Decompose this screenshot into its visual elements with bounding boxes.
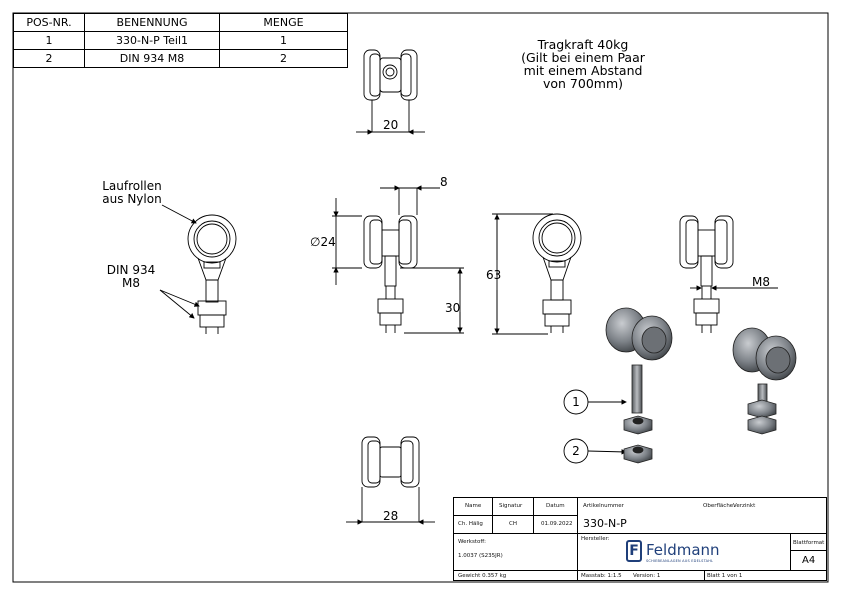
bom-row: 2 DIN 934 M8 2 bbox=[13, 49, 348, 68]
rollers-callout: Laufrollen aus Nylon bbox=[96, 180, 168, 206]
bom-cell-qty: 1 bbox=[219, 31, 348, 50]
brand-name: Feldmann bbox=[646, 541, 720, 559]
version: Version: 1 bbox=[633, 573, 661, 579]
nut-callout-line: M8 bbox=[122, 276, 140, 290]
balloon-1-label: 1 bbox=[572, 395, 580, 409]
bom-header-qty: MENGE bbox=[219, 13, 348, 32]
feldmann-logo-icon: F bbox=[626, 540, 642, 562]
dim-bottom-width: 28 bbox=[383, 509, 398, 523]
material-value: 1.0037 (S235JR) bbox=[458, 553, 503, 559]
scale: Masstab: 1:1.5 bbox=[581, 573, 622, 579]
bom-cell-pos: 1 bbox=[13, 31, 85, 50]
brand-subtitle: SCHIEBEANLAGEN AUS EDELSTAHL bbox=[646, 559, 714, 563]
bottom-view bbox=[346, 436, 435, 525]
nut-callout-line: DIN 934 bbox=[106, 263, 156, 277]
dim-stem: 30 bbox=[445, 301, 460, 315]
load-note-line: mit einem Abstand bbox=[523, 63, 643, 78]
dim-wheel-width: 8 bbox=[440, 175, 448, 189]
surface-value: Verzinkt bbox=[733, 503, 756, 509]
iso-assembled bbox=[732, 327, 797, 435]
front-view-right bbox=[679, 215, 778, 333]
bom-header-pos: POS-NR. bbox=[13, 13, 85, 32]
nut-callout: DIN 934 M8 bbox=[98, 264, 164, 290]
surface-label: Oberfläche: bbox=[703, 503, 736, 509]
balloon-2 bbox=[563, 438, 589, 464]
name-value: Ch. Hälig bbox=[458, 521, 483, 527]
side-view-left bbox=[159, 204, 237, 334]
balloon-1 bbox=[563, 389, 589, 415]
format-value: A4 bbox=[802, 555, 816, 566]
load-note-line: von 700mm) bbox=[542, 76, 624, 91]
manufacturer-label: Hersteller: bbox=[581, 536, 610, 542]
load-note-line: (Gilt bei einem Paar bbox=[521, 50, 645, 65]
side-view-right bbox=[492, 213, 582, 335]
front-view bbox=[332, 185, 464, 334]
format-label: Blattformat bbox=[793, 540, 825, 546]
top-view bbox=[356, 49, 425, 135]
name-label: Name bbox=[465, 503, 482, 509]
bom-row: 1 330-N-P Teil1 1 bbox=[13, 31, 348, 50]
bom-table: POS-NR. BENENNUNG MENGE 1 330-N-P Teil1 … bbox=[13, 13, 348, 68]
load-note: Tragkraft 40kg (Gilt bei einem Paar mit … bbox=[508, 38, 658, 90]
date-label: Datum bbox=[546, 503, 565, 509]
dim-height: 63 bbox=[486, 268, 501, 282]
sheet-number: Blatt 1 von 1 bbox=[707, 573, 743, 579]
dim-top-width: 20 bbox=[383, 118, 398, 132]
bom-cell-name: 330-N-P Teil1 bbox=[84, 31, 220, 50]
rollers-callout-line: Laufrollen bbox=[102, 179, 162, 193]
weight: Gewicht 0.357 kg bbox=[458, 573, 507, 579]
bom-cell-name: DIN 934 M8 bbox=[84, 49, 220, 68]
bom-cell-pos: 2 bbox=[13, 49, 85, 68]
article-number-value: 330-N-P bbox=[583, 517, 627, 530]
signature-label: Signatur bbox=[499, 503, 523, 509]
sheet-border bbox=[12, 12, 829, 583]
bom-cell-qty: 2 bbox=[219, 49, 348, 68]
title-block: Name Signatur Datum Artikelnummer Oberfl… bbox=[453, 497, 827, 581]
signature-value: CH bbox=[509, 521, 517, 527]
iso-exploded bbox=[605, 307, 673, 464]
rollers-callout-line: aus Nylon bbox=[102, 192, 162, 206]
material-label: Werkstoff: bbox=[458, 539, 486, 545]
dim-thread: M8 bbox=[752, 275, 770, 289]
balloon-2-label: 2 bbox=[572, 444, 580, 458]
date-value: 01.09.2022 bbox=[541, 521, 573, 527]
load-note-line: Tragkraft 40kg bbox=[537, 37, 629, 52]
bom-header-name: BENENNUNG bbox=[84, 13, 220, 32]
dim-diameter: ∅24 bbox=[310, 235, 336, 249]
article-number-label: Artikelnummer bbox=[583, 503, 624, 509]
